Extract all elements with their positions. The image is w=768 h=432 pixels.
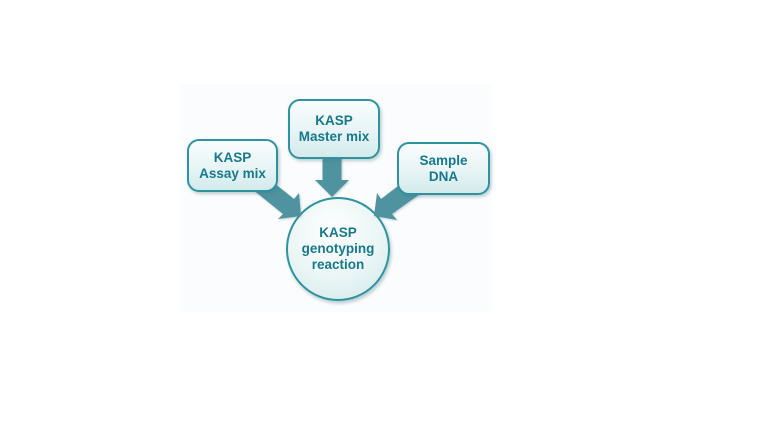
node-label-line: reaction <box>311 257 365 272</box>
node-sample-dna: Sample DNA <box>397 142 490 195</box>
node-label-line: KASP <box>213 149 252 165</box>
node-label-line: Master mix <box>298 129 370 144</box>
node-label-line: KASP <box>319 225 357 240</box>
node-label-line: Sample <box>419 152 468 168</box>
node-label-line: genotyping <box>301 241 375 256</box>
node-kasp-assay-mix: KASP Assay mix <box>187 139 278 192</box>
node-label-line: DNA <box>428 168 459 184</box>
node-kasp-master-mix: KASP Master mix <box>288 99 380 159</box>
node-label-line: KASP <box>315 113 353 128</box>
node-kasp-genotyping-reaction: KASP genotyping reaction <box>286 197 390 301</box>
node-label-line: Assay mix <box>199 165 266 181</box>
